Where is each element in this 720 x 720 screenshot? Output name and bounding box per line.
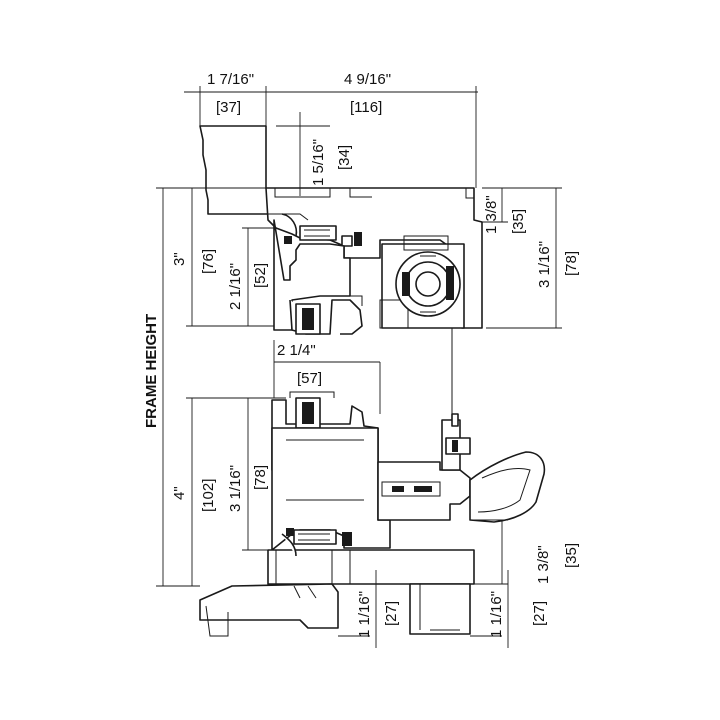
- head-frame-profile: [199, 125, 483, 335]
- dim-head-total-in: 3 1/16": [536, 241, 553, 288]
- dim-sill-leg2-mm: [27]: [531, 601, 548, 626]
- dim-head-inner-in: 2 1/16": [227, 263, 244, 310]
- dimension-lines: [156, 86, 562, 648]
- dim-sill-right-mm: [35]: [563, 543, 580, 568]
- dim-head-total-mm: [78]: [563, 251, 580, 276]
- dim-top-width-mm: [116]: [350, 99, 382, 116]
- dim-head-left-mm: [76]: [200, 249, 217, 274]
- dim-sill-left-mm: [102]: [200, 479, 217, 512]
- dim-sill-inner-mm: [78]: [252, 465, 269, 490]
- dim-top-left-width-mm: [37]: [216, 99, 241, 116]
- dim-sill-left-in: 4": [171, 486, 188, 500]
- dim-head-right-mm: [35]: [510, 209, 527, 234]
- dim-sill-leg-mm: [27]: [383, 601, 400, 626]
- dim-top-left-width-in: 1 7/16": [207, 71, 254, 88]
- dim-upper-leg-in: 1 5/16": [310, 139, 327, 186]
- dim-sill-leg2-in: 1 1/16": [488, 591, 505, 638]
- dim-top-width-in: 4 9/16": [344, 71, 391, 88]
- dim-mid-width-in: 2 1/4": [277, 342, 316, 359]
- dim-head-left-in: 3": [171, 252, 188, 266]
- dim-sill-inner-in: 3 1/16": [227, 465, 244, 512]
- frame-height-label: FRAME HEIGHT: [143, 314, 160, 428]
- dim-sill-leg-in: 1 1/16": [356, 591, 373, 638]
- dim-head-inner-mm: [52]: [252, 263, 269, 288]
- dim-sill-right-in: 1 3/8": [535, 545, 552, 584]
- sill-frame-profile: [199, 391, 546, 637]
- dim-mid-width-mm: [57]: [297, 370, 322, 387]
- dim-head-right-in: 1 3/8": [483, 195, 500, 234]
- dimension-labels: 1 7/16" [37] 4 9/16" [116] 1 5/16" [34] …: [143, 71, 580, 638]
- dim-upper-leg-mm: [34]: [336, 145, 353, 170]
